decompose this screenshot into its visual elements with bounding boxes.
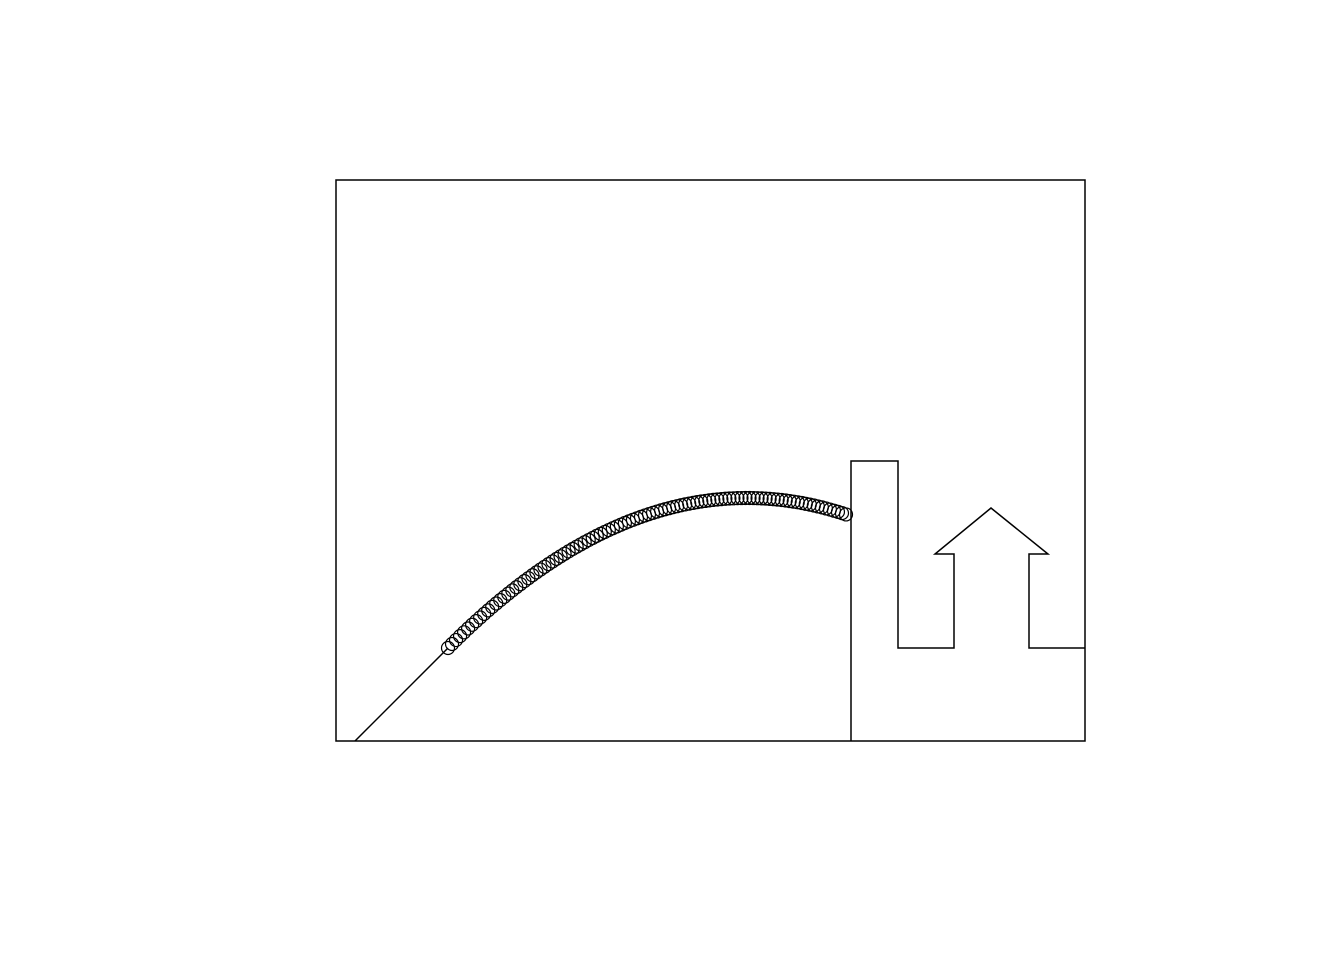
trajectory-point — [738, 490, 753, 506]
trajectory-point — [565, 541, 580, 557]
trajectory-point — [529, 565, 544, 580]
trajectory-point — [448, 632, 464, 648]
trajectory-point — [497, 589, 512, 604]
trajectory-point — [573, 537, 588, 552]
trajectory-point — [452, 629, 468, 644]
trajectory-point — [561, 544, 576, 559]
trajectory-point — [706, 492, 721, 507]
trajectory-point — [698, 493, 713, 509]
trajectory-point — [758, 491, 773, 506]
wall-and-target-outline — [850, 460, 1085, 741]
trajectory-point — [718, 491, 733, 506]
trajectory-point — [750, 491, 765, 506]
trajectory-point — [774, 492, 789, 508]
trajectory-point — [762, 491, 777, 506]
trajectory-point — [726, 491, 741, 506]
trajectory-point — [553, 549, 568, 564]
up-arrow-icon — [935, 508, 1048, 648]
trajectory-point — [838, 507, 854, 522]
wall — [851, 461, 898, 741]
trajectory-point — [694, 494, 709, 509]
trajectory-point — [734, 490, 749, 506]
trajectory-point — [444, 636, 460, 652]
trajectory-point — [541, 557, 556, 572]
trajectory-point — [569, 539, 584, 554]
trajectory-point — [690, 495, 705, 510]
trajectory-point — [770, 492, 785, 507]
launch-line — [354, 647, 449, 742]
trajectory-point — [525, 568, 540, 583]
trajectory-point — [469, 613, 484, 629]
trajectory-point — [710, 492, 725, 507]
trajectory-point — [766, 492, 781, 507]
trajectory-point — [730, 491, 745, 506]
trajectory-point — [746, 490, 761, 506]
plot-frame — [335, 179, 1086, 742]
trajectory-point — [778, 493, 793, 508]
trajectory-point — [456, 625, 472, 640]
trajectory-point — [714, 492, 729, 507]
trajectory-point — [489, 596, 504, 611]
trajectory-point — [533, 562, 548, 577]
trajectory-point — [722, 491, 737, 506]
trajectory — [440, 490, 854, 656]
trajectory-point — [485, 599, 500, 615]
trajectory-point — [754, 491, 769, 506]
trajectory-point — [465, 617, 480, 632]
trajectory-point — [473, 610, 488, 625]
trajectory-point — [782, 493, 797, 509]
trajectory-point — [461, 621, 476, 636]
trajectory-point — [742, 490, 757, 506]
trajectory-point — [440, 640, 456, 656]
trajectory-point — [549, 551, 564, 566]
trajectory-point — [702, 493, 717, 508]
trajectory-point — [545, 554, 560, 569]
trajectory-point — [537, 559, 552, 574]
trajectory-point — [493, 593, 508, 608]
trajectory-point — [501, 586, 516, 601]
trajectory-point — [477, 606, 492, 621]
trajectory-point — [505, 583, 520, 598]
trajectory-point — [557, 546, 572, 561]
trajectory-point — [481, 603, 496, 618]
